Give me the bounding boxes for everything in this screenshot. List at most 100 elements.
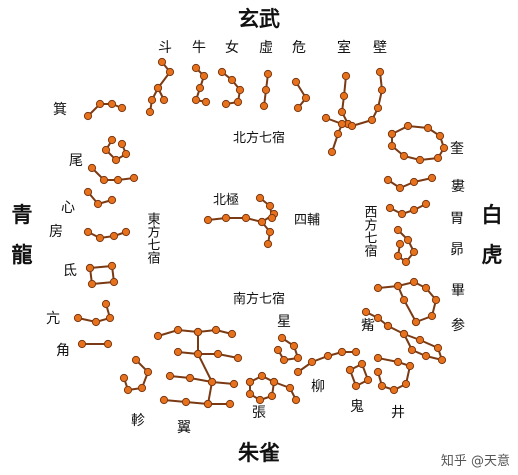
star-mao-2 [409, 247, 419, 257]
star-kui-2 [423, 123, 433, 133]
star-xin-0 [83, 187, 93, 197]
star-xing-2 [293, 353, 303, 363]
star-shi-1 [339, 91, 349, 101]
star-wei-t-0 [107, 135, 117, 145]
star-kui-1 [403, 121, 413, 131]
star-nu-1 [227, 75, 237, 85]
mansion-label-jing: 井 [391, 405, 405, 421]
mansion-label-shi: 室 [337, 39, 351, 56]
mansion-label-zi: 觜 [361, 318, 375, 334]
star-xing-0 [277, 333, 287, 343]
star-ji-0 [83, 111, 93, 121]
star-bi-n-5 [427, 311, 437, 321]
star-zhang-1 [257, 371, 267, 381]
star-bi-n-0 [373, 283, 383, 293]
star-wei-t-2 [111, 155, 121, 165]
south-title: 朱雀 [238, 441, 280, 465]
star-wei-t-1 [101, 145, 111, 155]
star-xu-1 [261, 85, 271, 95]
star-wei-s-0 [385, 203, 395, 213]
star-kang-0 [73, 313, 83, 323]
star-xin-2 [107, 195, 117, 205]
mansion-label-xing: 星 [277, 314, 291, 330]
star-wei-t2-2 [113, 175, 123, 185]
star-wei-t2-3 [129, 173, 139, 183]
star-bi-3 [367, 115, 377, 125]
star-yi-0 [153, 331, 163, 341]
star-di-4 [85, 263, 95, 273]
star-wei-t2-0 [87, 163, 97, 173]
star-wei-t-3 [121, 149, 131, 159]
star-lou-2 [409, 177, 419, 187]
star-jing-0 [373, 353, 383, 363]
star-shi-b-2 [333, 129, 343, 139]
pole-label: 北極 [213, 192, 239, 208]
star-yi3-0 [165, 371, 175, 381]
star-kui-5 [433, 153, 443, 163]
north-label: 北方七宿 [233, 130, 285, 146]
star-kang-2 [105, 313, 115, 323]
star-ji-3 [117, 103, 127, 113]
star-nu-0 [217, 67, 227, 77]
star-fang-3 [121, 227, 131, 237]
star-yi2-3 [233, 353, 243, 363]
east-title-bottom: 龍 [12, 243, 33, 267]
star-shi-b-0 [321, 113, 331, 123]
west-title-top: 白 [482, 203, 503, 227]
mansion-label-zhen: 軫 [131, 413, 145, 429]
star-zhang2-1 [285, 383, 295, 393]
star-zhang-3 [267, 391, 277, 401]
star-di-1 [107, 261, 117, 271]
star-mao-3 [401, 257, 411, 267]
mansion-label-jiao: 角 [56, 343, 70, 359]
star-pole-1 [221, 213, 231, 223]
star-bi-0 [375, 67, 385, 77]
star-kui-4 [439, 143, 449, 153]
star-di-2 [109, 277, 119, 287]
mansion-label-wei-north: 危 [292, 40, 306, 56]
star-zhang-6 [245, 377, 255, 387]
star-zhen-3 [123, 385, 133, 395]
constellation-lines [77, 61, 446, 405]
watermark: 知乎 @天意 [440, 454, 510, 469]
west-title-bottom: 虎 [482, 243, 503, 267]
constellation-line-shi-b [325, 117, 344, 153]
star-pole2-2 [263, 239, 273, 249]
star-gui-3 [351, 381, 361, 391]
star-jing-1 [393, 357, 403, 367]
star-bi-2 [373, 103, 383, 113]
constellation-line-wei-s [389, 203, 427, 216]
star-zhen-0 [131, 355, 141, 365]
star-kang-3 [101, 299, 111, 309]
star-shi-0 [341, 71, 351, 81]
star-shen-6 [407, 345, 417, 355]
constellation-line-yi3 [169, 375, 235, 385]
star-yi5-0 [193, 327, 203, 337]
star-niu-2 [195, 83, 205, 93]
star-mao-0 [393, 225, 403, 235]
star-shen-3 [433, 343, 443, 353]
star-jiao-1 [103, 339, 113, 349]
star-shen-4 [437, 355, 447, 365]
star-yi4-3 [225, 399, 235, 409]
star-lou-3 [427, 173, 437, 183]
star-yi5-1 [193, 349, 203, 359]
mansion-label-mao: 昴 [450, 242, 464, 258]
star-yi3-1 [185, 373, 195, 383]
star-gui-1 [357, 359, 367, 369]
star-xing-3 [279, 355, 289, 365]
mansion-label-bi: 壁 [373, 40, 387, 56]
mansion-label-shen: 参 [451, 317, 465, 334]
south-label: 南方七宿 [233, 291, 285, 307]
mansion-label-yi: 翼 [177, 420, 191, 436]
mansion-label-zhang: 張 [252, 405, 266, 421]
star-dou-4 [145, 107, 155, 117]
star-jing-6 [373, 367, 383, 377]
west-label: 西方七宿 [362, 205, 378, 257]
star-zhen-2 [137, 383, 147, 393]
star-pole2-1 [265, 227, 275, 237]
star-dou-3 [147, 95, 157, 105]
star-yi2-0 [173, 347, 183, 357]
mansion-label-liu: 柳 [311, 378, 325, 395]
